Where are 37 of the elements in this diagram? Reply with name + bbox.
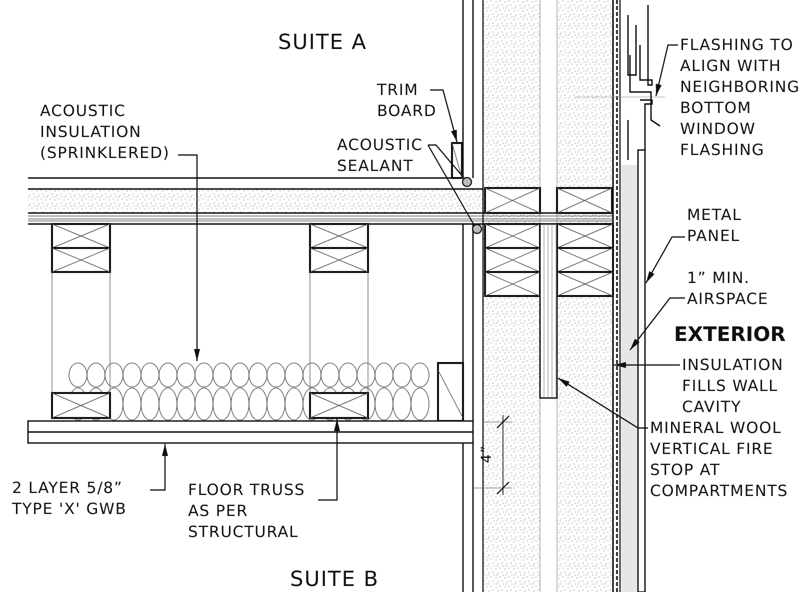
leader-line	[614, 362, 680, 368]
leader-line	[430, 89, 458, 142]
airspace	[621, 165, 637, 592]
leader-line	[318, 419, 340, 501]
truss-top-chord	[309, 247, 369, 273]
leader-line	[630, 297, 685, 350]
callout-label: INSULATION FILLS WALL CAVITY	[682, 355, 800, 418]
callout-label: 1” MIN. AIRSPACE	[687, 268, 792, 310]
leader-line	[178, 154, 200, 361]
callout-label: ACOUSTIC INSULATION (SPRINKLERED)	[40, 101, 190, 164]
truss-top-chord	[309, 223, 369, 249]
callout-label: TRIM BOARD	[377, 80, 437, 122]
leader-line	[655, 44, 678, 96]
callout-label: FLASHING TO ALIGN WITH NEIGHBORING BOTTOM WINDOW FLASHING	[680, 35, 800, 161]
leader-line	[150, 444, 168, 491]
callout-label: FLOOR TRUSS AS PER STRUCTURAL	[188, 480, 318, 543]
room-label: SUITE B	[290, 567, 380, 591]
callout-label: MINERAL WOOL VERTICAL FIRE STOP AT COMPARTMENTS	[650, 418, 800, 502]
truss-top-chord	[51, 247, 111, 273]
callout-label: METAL PANEL	[687, 205, 767, 247]
trim-board	[451, 142, 463, 179]
leader-line	[427, 144, 475, 226]
room-label: SUITE A	[278, 30, 368, 54]
batt-insulation	[68, 362, 430, 420]
leader-line	[558, 378, 648, 429]
metal-panel	[637, 149, 646, 592]
truss-top-chord	[51, 223, 111, 249]
sealant-bead	[462, 176, 472, 188]
sealant-bead	[472, 224, 482, 234]
callout-label: ACOUSTIC SEALANT	[337, 135, 432, 177]
leader-line	[645, 236, 685, 284]
gypsum-board-ceiling	[27, 420, 474, 444]
truss-bottom-chord	[51, 392, 111, 419]
flashing	[627, 4, 661, 161]
exterior-label: EXTERIOR	[674, 322, 786, 346]
leader-line	[428, 144, 464, 178]
callout-label: 2 LAYER 5/8” TYPE 'X' GWB	[12, 478, 162, 520]
